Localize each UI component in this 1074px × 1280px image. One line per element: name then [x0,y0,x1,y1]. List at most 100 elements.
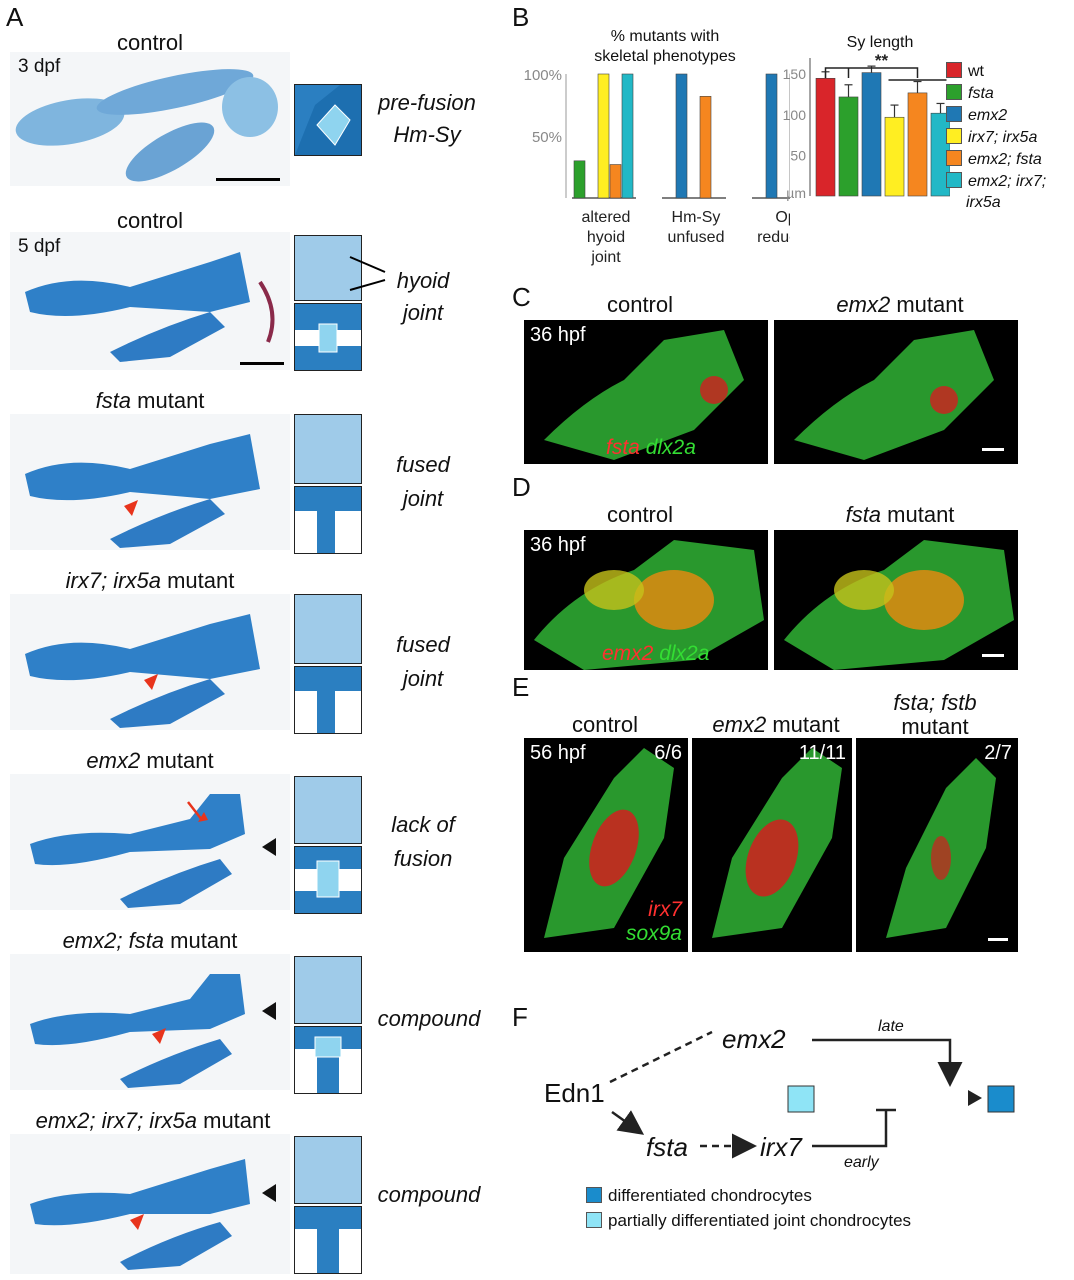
inset-irx-drawing [294,666,362,734]
caption-row1-a: pre-fusion [378,90,476,115]
scale-bar [240,362,284,365]
category-label: altered [582,209,631,226]
bar-chart-title-1: % mutants with [610,28,720,45]
node-fsta: fsta [646,1132,688,1162]
y-tick-label: 100% [524,67,562,84]
node-edn1: Edn1 [544,1078,605,1108]
panel-d-right-title: fsta mutant [845,502,955,527]
fluorescence-image-e-control: 56 hpf 6/6 irx7 sox9a [524,738,688,952]
bar [838,96,859,197]
panel-e-title-1: control [571,712,639,737]
fluorescence-image-e-emx2: 11/11 [692,738,852,952]
legend-entry: fsta [946,84,994,103]
caption-row2-b: joint [402,300,444,325]
caption-row3-a: fused [396,452,450,477]
arrows-hyoid-joint [349,256,386,291]
sy-length-title: Sy length [846,34,914,51]
row1-title: control [116,30,184,55]
panel-d-left-title: control [606,502,674,527]
panel-e-title-2: emx2 mutant [712,712,840,737]
caption-row2-a: hyoid [396,268,450,293]
fluorescence-image-c-emx2 [774,320,1018,464]
bar [699,96,712,199]
bar [765,73,778,199]
caption-row7: compound [377,1182,481,1207]
row7-title: emx2; irx7; irx5a mutant [35,1108,271,1133]
category-label: reduced [757,229,790,246]
bar [597,73,610,199]
caption-row1-b: Hm-Sy [393,122,461,147]
row2-title: control [116,208,184,233]
panel-label-e: E [512,672,530,702]
edge-emx2-late [812,1038,963,1087]
legend-swatch [946,172,962,188]
fluorescence-image-c-control: 36 hpf fsta dlx2a [524,320,768,464]
cartilage-image-emx2 [10,774,290,910]
caption-row5-b: fusion [393,846,453,871]
inset-fsta-photo [294,414,362,484]
caption-row4-b: joint [402,666,444,691]
category-label: Hm-Sy [672,209,721,226]
legend-swatch [946,62,962,78]
significance-label: ** [875,51,889,70]
bar-chart-title-2: skeletal phenotypes [594,48,736,65]
category-label: Op [775,209,790,226]
bar [861,72,882,197]
bar [884,116,905,197]
edge-edn1-fsta [611,1110,645,1135]
legend-swatch [946,106,962,122]
row5-title: emx2 mutant [86,748,214,773]
significance-bracket [824,67,919,78]
fluorescence-image-e-fsta-fstb: 2/7 [856,738,1018,952]
dashed-edge-edn1-emx2 [609,1030,713,1084]
legend-swatch [946,195,960,209]
panel-e-title-3b: mutant [901,714,969,739]
inset-emx2-irx-drawing [294,1206,362,1274]
legend-entry: emx2 [946,106,1007,125]
inset-emx2-fsta-drawing [294,1026,362,1094]
stage-label-3dpf: 3 dpf [18,56,61,77]
legend-entry: wt [946,62,984,81]
label-early: early [844,1154,879,1171]
legend-entry: emx2; irx7; [946,172,1046,191]
inset-emx2-photo [294,776,362,844]
caption-row5-a: lack of [391,812,455,837]
legend-swatch-dark [586,1187,602,1203]
y-tick-label: 50 [790,147,806,163]
y-tick-label: 150 [783,66,807,82]
fluorescence-image-d-control: 36 hpf emx2 dlx2a [524,530,768,670]
cartilage-image-emx2-irx [10,1134,290,1274]
arrowhead-black [262,1184,276,1202]
bar [675,73,688,199]
row6-title: emx2; fsta mutant [62,928,238,953]
inset-hyoid-drawing [294,303,362,371]
bar [815,77,836,197]
legend-differentiated: differentiated chondrocytes [586,1186,812,1206]
cartilage-image-fsta [10,414,290,550]
panel-label-a: A [6,2,24,32]
legend-entry: emx2; fsta [946,150,1042,169]
bar [907,92,928,197]
stage-label-5dpf: 5 dpf [18,236,61,257]
cartilage-image-control-5dpf [10,232,290,370]
row3-title: fsta mutant [95,388,205,413]
category-label: hyoid [587,229,625,246]
panel-c-left-title: control [606,292,674,317]
panel-label-f: F [512,1002,528,1032]
legend-entry: irx5a [946,194,1001,212]
inset-emx2-irx-photo [294,1136,362,1204]
legend-swatch-light [586,1212,602,1228]
panel-label-c: C [512,282,531,312]
category-label: joint [590,249,621,266]
inset-irx-photo [294,594,362,664]
legend-partial: partially differentiated joint chondrocy… [586,1211,911,1231]
y-unit-label: µm [786,185,806,201]
pathway-diagram [609,1030,1015,1159]
bar [621,73,634,199]
caption-row6: compound [377,1006,481,1031]
arrowhead-black [262,1002,276,1020]
partial-chondrocyte-square [787,1085,815,1113]
legend-swatch [946,84,962,100]
category-label: unfused [668,229,725,246]
